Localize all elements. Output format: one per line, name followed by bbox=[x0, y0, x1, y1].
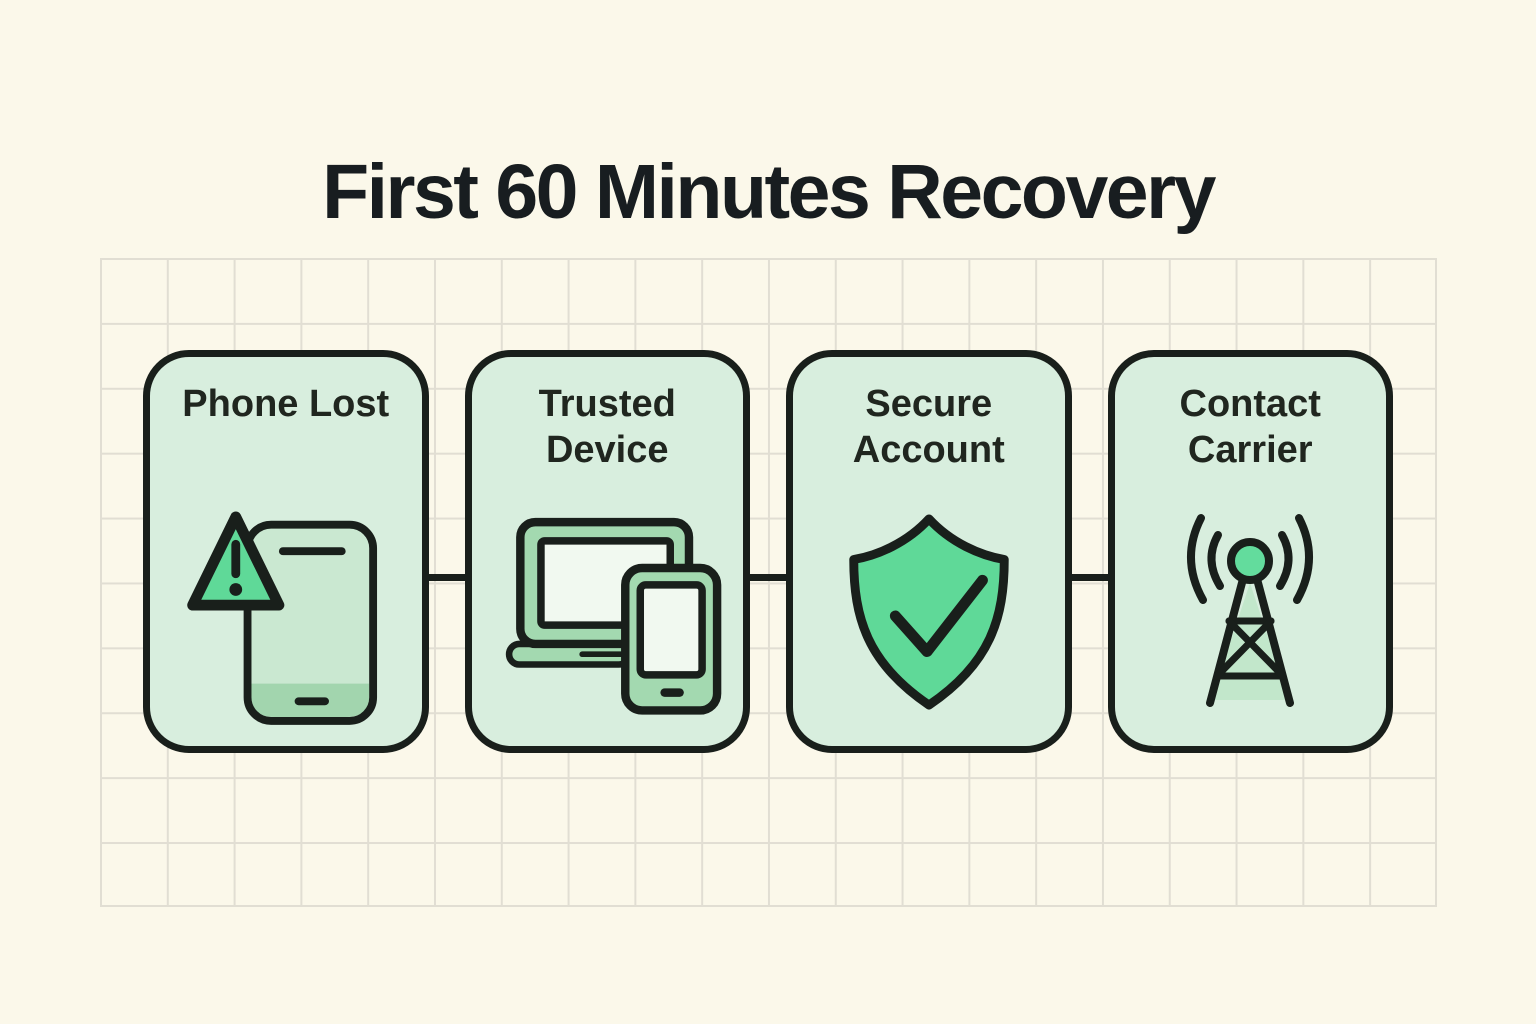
card-label: Contact Carrier bbox=[1179, 383, 1321, 472]
page-title: First 60 Minutes Recovery bbox=[322, 148, 1216, 235]
icon-wrap bbox=[1115, 479, 1387, 746]
card-label: Secure Account bbox=[852, 383, 1005, 472]
phone-alert-icon bbox=[186, 510, 377, 725]
steps-row: Phone Lost Trusted Device bbox=[143, 350, 1393, 753]
card-label: Trusted Device bbox=[538, 383, 676, 472]
shield-check-icon bbox=[849, 514, 1009, 710]
icon-wrap bbox=[793, 479, 1065, 746]
step-card-contact-carrier: Contact Carrier bbox=[1107, 350, 1393, 753]
step-card-trusted-device: Trusted Device bbox=[464, 350, 750, 753]
connector-line bbox=[280, 574, 1256, 581]
card-label: Phone Lost bbox=[182, 383, 390, 425]
icon-wrap bbox=[472, 479, 744, 746]
icon-wrap bbox=[140, 479, 412, 746]
step-card-secure-account: Secure Account bbox=[786, 350, 1072, 753]
cell-tower-icon bbox=[1187, 513, 1314, 707]
step-card-phone-lost: Phone Lost bbox=[143, 350, 429, 753]
trusted-devices-icon bbox=[506, 517, 722, 715]
